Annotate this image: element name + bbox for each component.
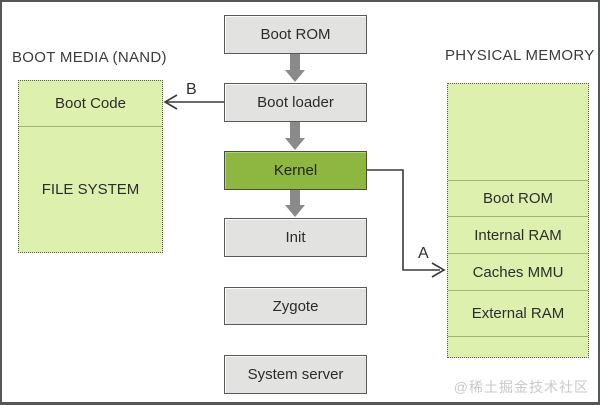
connector-b-arrowhead	[163, 94, 178, 110]
connector-b-label: B	[186, 81, 197, 98]
flow-box-init: Init	[224, 218, 367, 257]
file-system-section: FILE SYSTEM	[19, 126, 162, 252]
memory-empty-bottom-section	[448, 336, 588, 357]
connector-a-label: A	[418, 245, 429, 262]
flow-box-boot-loader: Boot loader	[224, 83, 367, 122]
flow-arrow-bootrom-to-bootloader	[285, 54, 305, 82]
connector-a-line	[367, 169, 440, 271]
flow-arrow-kernel-to-init	[285, 190, 305, 217]
flow-box-zygote: Zygote	[224, 287, 367, 325]
memory-caches-mmu-section: Caches MMU	[448, 253, 588, 290]
connector-a-arrowhead	[431, 262, 446, 278]
flow-box-boot-rom: Boot ROM	[224, 15, 367, 54]
boot-code-section: Boot Code	[55, 95, 126, 112]
memory-empty-top-section	[448, 84, 588, 180]
physical-memory-title: PHYSICAL MEMORY	[445, 47, 595, 64]
memory-external-ram-section: External RAM	[448, 290, 588, 336]
physical-memory-panel: Boot ROM Internal RAM Caches MMU Externa…	[447, 83, 589, 358]
flow-box-kernel: Kernel	[224, 151, 367, 190]
boot-media-title: BOOT MEDIA (NAND)	[12, 49, 167, 66]
boot-media-panel: Boot Code FILE SYSTEM	[18, 80, 163, 253]
memory-boot-rom-section: Boot ROM	[448, 180, 588, 216]
flow-box-system-server: System server	[224, 355, 367, 394]
flow-arrow-bootloader-to-kernel	[285, 122, 305, 150]
memory-internal-ram-section: Internal RAM	[448, 216, 588, 253]
watermark: @稀土掘金技术社区	[453, 379, 589, 395]
